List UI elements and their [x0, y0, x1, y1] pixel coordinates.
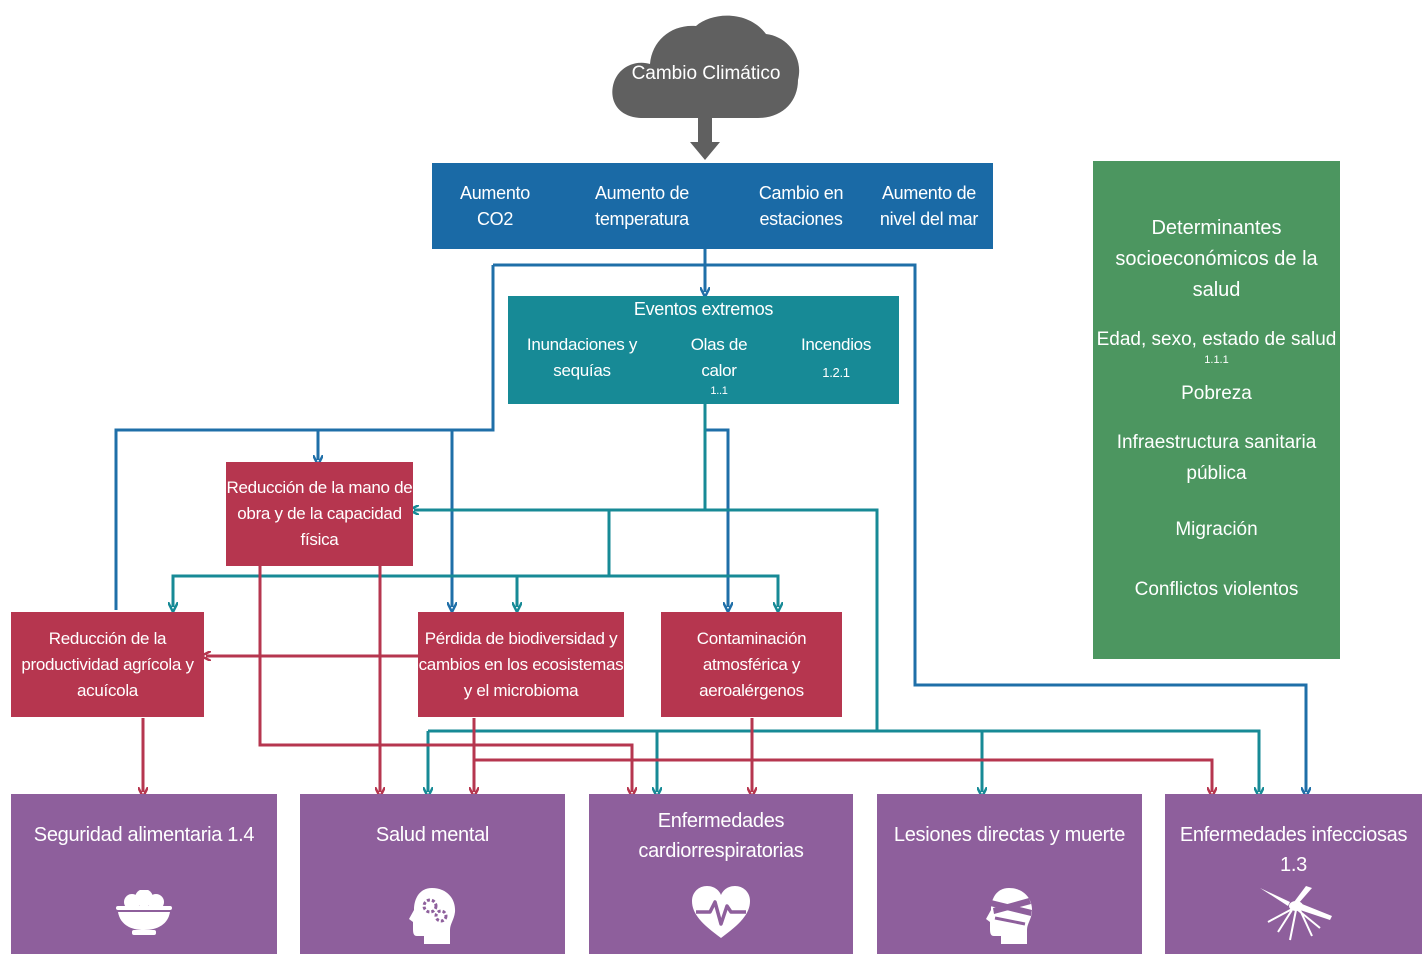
event-wildfires-ref: 1.2.1: [822, 365, 850, 380]
pathway-connectors: [143, 566, 1212, 792]
event-wildfires: Incendios 1.2.1: [786, 332, 886, 380]
extreme-events-title: Eventos extremos: [633, 299, 774, 319]
outcome-food-security: Seguridad alimentaria 1.4: [11, 794, 277, 954]
determinant-age-sex-health: Edad, sexo, estado de salud: [1096, 329, 1337, 350]
driver-seasons-line1: Cambio en: [758, 183, 844, 203]
bandaged-head-icon: [985, 888, 1032, 944]
driver-seasons: Cambio en estaciones: [740, 180, 862, 232]
determinants-title-line1: Determinantes: [1151, 217, 1282, 239]
outcome-direct-injuries: Lesiones directas y muerte: [877, 794, 1142, 954]
event-connectors: [173, 404, 1259, 792]
pathway-labor-line3: física: [300, 530, 339, 549]
driver-co2-line2: CO2: [476, 209, 514, 229]
outcome-cardio-title-line2: cardiorrespiratorias: [638, 840, 804, 862]
pathway-biodiversity-line3: y el microbioma: [463, 680, 579, 700]
cloud-shape: [612, 15, 800, 119]
determinant-age-ref: 1.1.1: [1204, 354, 1229, 366]
pathway-biodiversity-line2: cambios en los ecosistemas: [418, 654, 624, 674]
driver-temperature-line2: temperatura: [595, 209, 689, 229]
outcome-cardiorespiratory: Enfermedades cardiorrespiratorias: [589, 794, 853, 954]
driver-temperature: Aumento de temperatura: [578, 180, 706, 232]
event-heat-line1: Olas de: [690, 335, 748, 354]
event-heat-waves: Olas de calor 1..1: [668, 332, 770, 398]
event-floods-droughts: Inundaciones y sequías: [520, 332, 644, 384]
outcome-food-security-title: Seguridad alimentaria 1.4: [33, 824, 255, 846]
pathway-biodiversity-line1: Pérdida de biodiversidad y: [424, 628, 618, 648]
pathway-agricultural-productivity: Reducción de la productividad agrícola y…: [11, 612, 204, 717]
determinant-migration: Migración: [1175, 519, 1258, 540]
pathway-pollution-line3: aeroalérgenos: [699, 680, 804, 700]
outcome-infectious-diseases: Enfermedades infecciosas 1.3: [1165, 794, 1422, 954]
extreme-events-box: [508, 296, 899, 404]
cloud-to-drivers-arrow: [690, 118, 720, 160]
determinant-poverty: Pobreza: [1181, 383, 1252, 404]
socioeconomic-determinants-panel: Determinantes socioeconómicos de la salu…: [1093, 161, 1340, 659]
outcome-mental-health-title: Salud mental: [375, 824, 490, 846]
pathway-pollution-line2: atmosférica y: [702, 654, 801, 674]
mosquito-icon: [1259, 886, 1332, 941]
outcome-injuries-title: Lesiones directas y muerte: [893, 824, 1126, 846]
cloud-label: Cambio Climático: [631, 63, 781, 84]
outcome-infectious-title: Enfermedades infecciosas 1.3: [1179, 824, 1408, 876]
head-gears-icon: [408, 888, 455, 944]
pathway-agri-line3: acuícola: [77, 680, 138, 700]
driver-sea-level-line2: nivel del mar: [879, 209, 979, 229]
driver-temperature-line1: Aumento de: [594, 183, 690, 203]
driver-connectors: [114, 249, 1306, 792]
pathway-pollution-line1: Contaminación: [696, 628, 807, 648]
pathway-labor-line1: Reducción de la mano de: [226, 478, 413, 497]
event-heat-ref: 1..1: [710, 385, 728, 397]
event-wildfires-line1: Incendios: [800, 335, 872, 354]
event-heat-line2: calor: [701, 361, 737, 380]
pathway-biodiversity-loss: Pérdida de biodiversidad y cambios en lo…: [418, 612, 624, 717]
outcome-mental-health: Salud mental: [300, 794, 565, 954]
determinant-infra-line2: pública: [1186, 463, 1247, 484]
determinants-title-line2: socioeconómicos de la salud: [1115, 248, 1318, 301]
pathway-agri-line2: productividad agrícola y: [21, 654, 194, 674]
pathway-labor-line2: obra y de la capacidad: [237, 504, 402, 523]
driver-sea-level: Aumento de nivel del mar: [868, 180, 990, 232]
driver-co2-line1: Aumento: [460, 183, 530, 203]
food-bowl-icon: [116, 890, 172, 935]
driver-seasons-line2: estaciones: [759, 209, 843, 229]
pathway-agri-line1: Reducción de la: [48, 628, 167, 648]
pathway-air-pollution: Contaminación atmosférica y aeroalérgeno…: [661, 612, 842, 717]
driver-co2: Aumento CO2: [440, 180, 550, 232]
outcome-cardio-title-line1: Enfermedades: [657, 810, 785, 832]
determinant-health-infrastructure: Infraestructura sanitaria pública: [1117, 427, 1317, 489]
event-floods-line1: Inundaciones y: [526, 335, 638, 354]
determinant-violent-conflicts: Conflictos violentos: [1134, 579, 1299, 600]
determinant-infra-line1: Infraestructura sanitaria: [1116, 432, 1317, 453]
pathway-labor-capacity: Reducción de la mano de obra y de la cap…: [226, 462, 413, 566]
driver-sea-level-line1: Aumento de: [881, 183, 977, 203]
drivers-bar: [432, 163, 993, 249]
event-floods-line2: sequías: [553, 361, 611, 380]
determinants-title: Determinantes socioeconómicos de la salu…: [1093, 213, 1340, 306]
heart-pulse-icon: [692, 886, 750, 938]
